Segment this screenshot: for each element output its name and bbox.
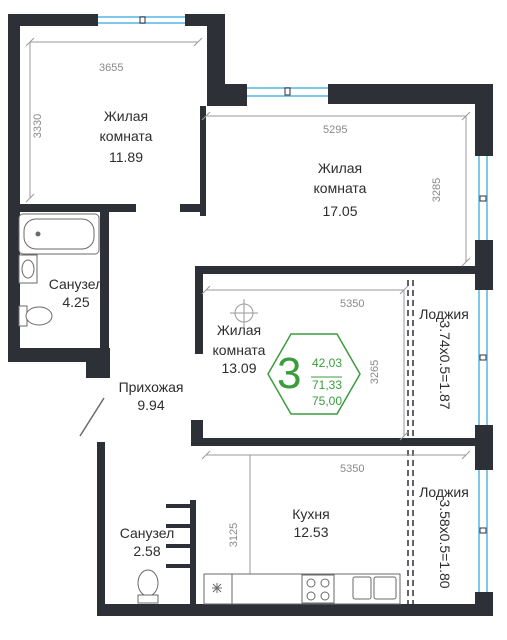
shelves-bath2 bbox=[166, 504, 190, 568]
room-kitchen-height: 3125 bbox=[228, 522, 241, 548]
badge-area-no-balcony: 71,33 bbox=[311, 378, 343, 392]
loggia-dashes bbox=[407, 280, 414, 604]
room-living1-name: Жилая комната bbox=[99, 108, 153, 144]
loggia2-name: Лоджия bbox=[419, 484, 469, 500]
room-living3-height: 3265 bbox=[369, 359, 382, 385]
stove bbox=[301, 574, 335, 604]
windows bbox=[98, 16, 488, 592]
room-living3-width: 5350 bbox=[340, 298, 365, 310]
lamp-icon bbox=[230, 299, 258, 327]
room-kitchen-area: 12.53 bbox=[293, 524, 329, 540]
room-hall-area: 9.94 bbox=[137, 397, 165, 413]
room-living1-height: 3330 bbox=[32, 113, 45, 139]
room-living2-height: 3285 bbox=[431, 177, 444, 203]
room-kitchen-name: Кухня bbox=[292, 506, 330, 522]
room-living2-area: 17.05 bbox=[322, 203, 358, 219]
toilet-bath1 bbox=[18, 305, 53, 327]
vent-icon bbox=[89, 361, 95, 367]
walls bbox=[8, 14, 493, 616]
room-kitchen-width: 5350 bbox=[340, 463, 365, 475]
window-handles bbox=[139, 16, 487, 534]
room-living2-width: 5295 bbox=[323, 124, 348, 136]
badge-area-total: 75,00 bbox=[311, 394, 343, 408]
entrance-door bbox=[79, 397, 105, 437]
loggia2-dims: 3.58х0.5=1.80 bbox=[437, 499, 453, 589]
rooms-badge bbox=[267, 333, 361, 415]
room-living1-width: 3655 bbox=[99, 62, 124, 74]
room-bath1-name: Санузел bbox=[48, 276, 104, 292]
room-living3-name: Жилая комната bbox=[212, 322, 266, 358]
room-bath2-name: Санузел bbox=[119, 525, 175, 541]
room-living1-area: 11.89 bbox=[109, 149, 143, 165]
room-hall-name: Прихожая bbox=[118, 379, 184, 395]
radiators bbox=[21, 332, 65, 346]
room-living2-name: Жилая комната bbox=[313, 160, 367, 196]
room-bath2-area: 2.58 bbox=[133, 543, 161, 559]
sink-bath1 bbox=[18, 254, 38, 284]
kitchen-sink bbox=[352, 576, 397, 600]
loggia1-dims: 3.74х0.5=1.87 bbox=[437, 320, 453, 410]
bathtub bbox=[18, 213, 100, 255]
room-bath1-area: 4.25 bbox=[62, 294, 90, 310]
loggia1-name: Лоджия bbox=[419, 306, 469, 322]
badge-rooms-count: 3 bbox=[277, 349, 302, 398]
badge-area-living: 42,03 bbox=[311, 356, 343, 370]
dimension-ticks bbox=[25, 37, 471, 605]
toilet-bath2 bbox=[137, 569, 159, 604]
room-living3-area: 13.09 bbox=[221, 360, 257, 376]
